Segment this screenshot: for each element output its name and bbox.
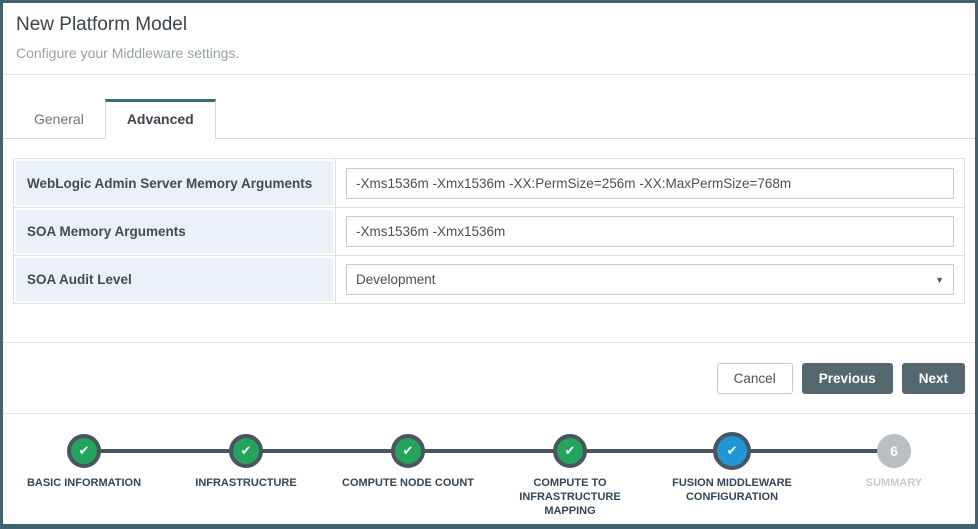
- stepper-connector-line: [83, 449, 895, 453]
- field-label-soa-memory: SOA Memory Arguments: [14, 208, 336, 255]
- step-complete-check-icon[interactable]: ✔: [67, 434, 101, 468]
- next-button[interactable]: Next: [901, 363, 965, 394]
- tab-bar: General Advanced: [3, 99, 975, 139]
- soa-memory-args-input[interactable]: [346, 216, 954, 247]
- step-compute-to-infrastructure-mapping: ✔ COMPUTE TO INFRASTRUCTURE MAPPING: [489, 434, 651, 518]
- step-current-check-icon[interactable]: ✔: [713, 432, 751, 470]
- step-complete-check-icon[interactable]: ✔: [553, 434, 587, 468]
- step-compute-node-count: ✔ COMPUTE NODE COUNT: [327, 434, 489, 518]
- previous-button[interactable]: Previous: [801, 363, 893, 394]
- field-label-weblogic-memory: WebLogic Admin Server Memory Arguments: [14, 159, 336, 207]
- step-label: COMPUTE NODE COUNT: [342, 477, 474, 489]
- form-row-soa-memory: SOA Memory Arguments: [14, 207, 964, 255]
- middleware-settings-form: WebLogic Admin Server Memory Arguments S…: [13, 158, 965, 304]
- page-subtitle: Configure your Middleware settings.: [16, 45, 240, 61]
- wizard-button-bar: Cancel Previous Next: [3, 343, 975, 414]
- soa-audit-level-select[interactable]: Development ▼: [346, 264, 954, 295]
- step-label: COMPUTE TO INFRASTRUCTURE MAPPING: [519, 477, 621, 517]
- step-label: BASIC INFORMATION: [26, 477, 142, 489]
- step-summary: 6 SUMMARY: [813, 434, 975, 518]
- cancel-button[interactable]: Cancel: [716, 363, 793, 394]
- soa-audit-level-value: Development: [356, 272, 436, 287]
- step-label: INFRASTRUCTURE: [195, 477, 297, 489]
- step-complete-check-icon[interactable]: ✔: [391, 434, 425, 468]
- step-fusion-middleware-configuration: ✔ FUSION MIDDLEWARE CONFIGURATION: [651, 432, 813, 518]
- weblogic-admin-memory-args-input[interactable]: [346, 167, 954, 199]
- tab-general[interactable]: General: [13, 100, 105, 138]
- step-infrastructure: ✔ INFRASTRUCTURE: [165, 434, 327, 518]
- step-basic-information: ✔ BASIC INFORMATION: [3, 434, 165, 518]
- page-title: New Platform Model: [16, 14, 188, 35]
- wizard-stepper: ✔ BASIC INFORMATION ✔ INFRASTRUCTURE ✔ C…: [3, 414, 975, 518]
- form-row-weblogic-memory: WebLogic Admin Server Memory Arguments: [14, 159, 964, 207]
- tab-advanced[interactable]: Advanced: [104, 99, 216, 139]
- field-label-soa-audit: SOA Audit Level: [14, 256, 336, 303]
- content-divider: [3, 342, 975, 343]
- step-label: FUSION MIDDLEWARE CONFIGURATION: [672, 477, 792, 503]
- form-row-soa-audit: SOA Audit Level Development ▼: [14, 255, 964, 303]
- step-number-badge[interactable]: 6: [877, 434, 911, 468]
- step-label: SUMMARY: [865, 477, 923, 489]
- dialog-header: New Platform Model Configure your Middle…: [3, 3, 975, 75]
- chevron-down-icon: ▼: [935, 274, 944, 285]
- step-complete-check-icon[interactable]: ✔: [229, 434, 263, 468]
